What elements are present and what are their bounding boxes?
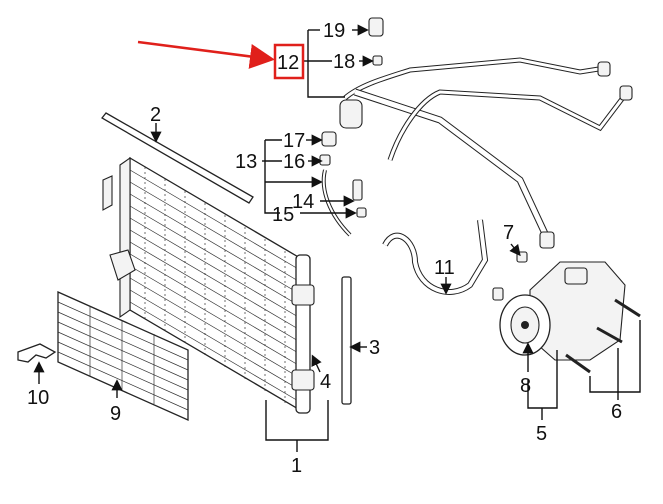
callout-19: 19: [323, 20, 345, 42]
seal-strip-drawing: [101, 112, 254, 204]
callout-10: 10: [27, 387, 49, 409]
callout-14: 14: [292, 191, 314, 213]
grille-panel-drawing: [57, 290, 189, 422]
callout-3: 3: [369, 337, 380, 359]
callout-13: 13: [235, 151, 257, 173]
pipe-fittings-drawing: [319, 17, 633, 301]
side-seal-drawing: [341, 276, 352, 405]
callout-4: 4: [320, 371, 331, 393]
callout-12: 12: [277, 52, 299, 74]
callout-7: 7: [503, 222, 514, 244]
pipe-assembly-drawing: [321, 57, 627, 242]
callout-8: 8: [520, 375, 531, 397]
callout-18: 18: [333, 51, 355, 73]
callout-1: 1: [291, 455, 302, 477]
highlight-box: [273, 43, 305, 80]
leader-lines: [33, 24, 641, 452]
callout-5: 5: [536, 423, 547, 445]
callout-11: 11: [434, 257, 455, 279]
callout-15: 15: [272, 204, 294, 226]
bolts-drawing: [565, 298, 641, 374]
bracket-drawing: [17, 343, 57, 363]
callout-9: 9: [110, 403, 121, 425]
compressor-drawing: [499, 261, 626, 361]
highlight-arrow: [137, 40, 275, 69]
callout-2: 2: [150, 104, 161, 126]
condenser-drawing: [102, 156, 315, 414]
callout-17: 17: [283, 130, 305, 152]
callout-16: 16: [283, 151, 305, 173]
callout-6: 6: [611, 401, 622, 423]
